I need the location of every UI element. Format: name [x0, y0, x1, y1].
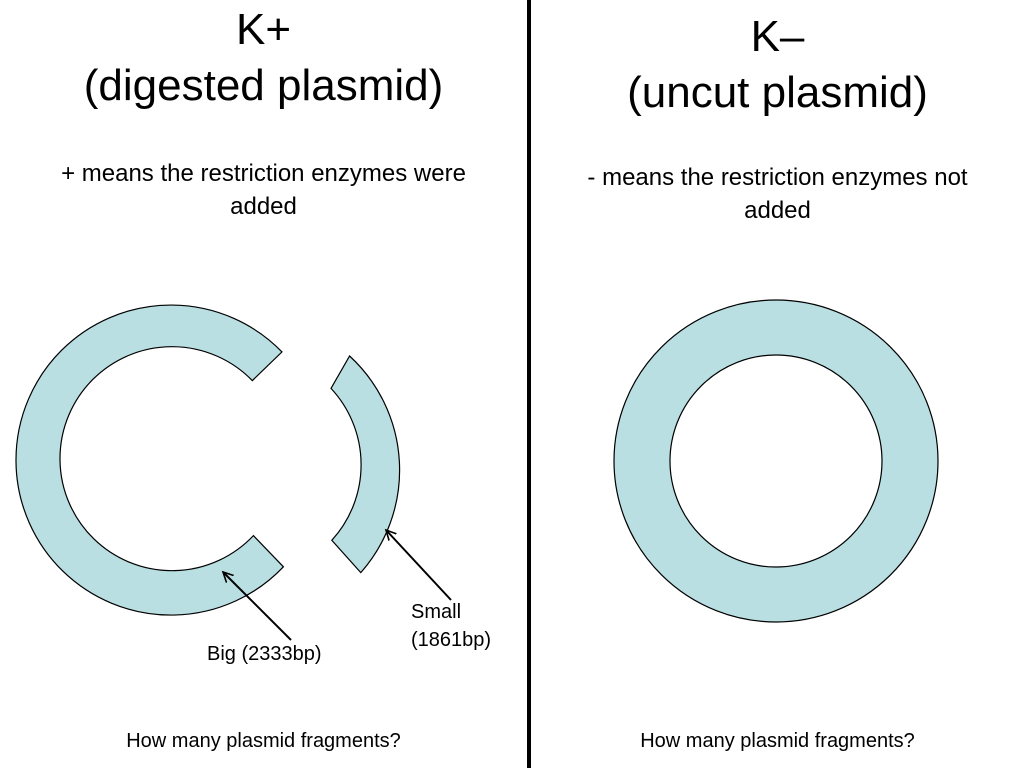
small-fragment-label-line1: Small	[411, 601, 462, 623]
digested-subtitle: + means the restriction enzymes were add…	[0, 157, 527, 223]
digested-question: How many plasmid fragments?	[126, 730, 401, 752]
big-fragment-pointer-arrow	[223, 572, 292, 641]
small-fragment-pointer-arrow	[386, 530, 452, 601]
small-fragment-label: Small (1861bp)	[411, 598, 491, 654]
uncut-title-text: (uncut plasmid)	[627, 68, 928, 117]
uncut-title-symbol: K–	[750, 12, 805, 61]
uncut-subtitle-line2: added	[744, 197, 811, 224]
uncut-plasmid-ring	[613, 299, 939, 623]
small-fragment-label-line2: (1861bp)	[411, 629, 492, 651]
small-fragment-arc	[330, 355, 401, 574]
uncut-plasmid-panel: K– (uncut plasmid) - means the restricti…	[531, 0, 1024, 768]
uncut-subtitle-line1: - means the restriction enzymes not	[587, 164, 968, 191]
digested-title: K+ (digested plasmid)	[0, 2, 527, 114]
digested-subtitle-line2: added	[230, 193, 297, 220]
digested-plasmid-panel: K+ (digested plasmid) + means the restri…	[0, 2, 527, 752]
uncut-subtitle: - means the restriction enzymes not adde…	[531, 161, 1024, 227]
digested-subtitle-line1: + means the restriction enzymes were	[61, 160, 466, 187]
digested-title-text: (digested plasmid)	[83, 61, 444, 110]
big-fragment-label: Big (2333bp)	[207, 643, 322, 665]
panel-divider	[527, 0, 531, 768]
uncut-title: K– (uncut plasmid)	[531, 9, 1024, 121]
big-fragment-arc	[15, 304, 285, 616]
uncut-question: How many plasmid fragments?	[640, 730, 915, 752]
digested-title-symbol: K+	[235, 5, 292, 54]
